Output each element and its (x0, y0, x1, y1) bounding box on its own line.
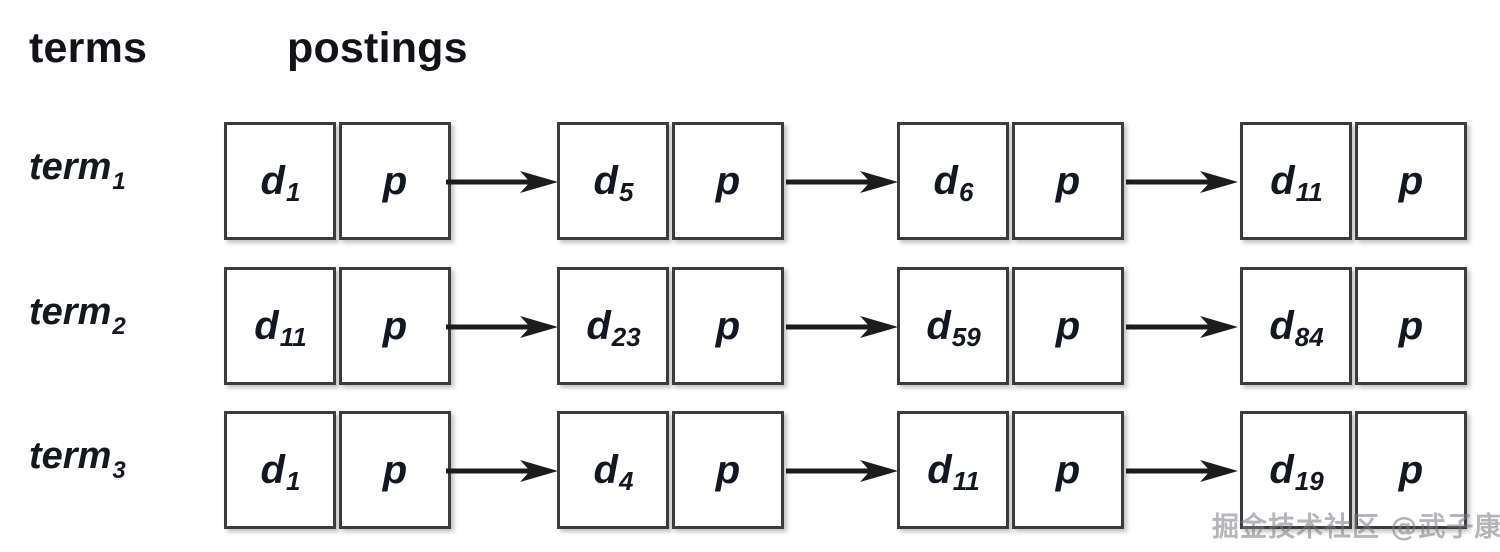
term-label-base: term (29, 146, 112, 188)
doc-id-base: d (593, 159, 618, 203)
doc-id-subscript: 5 (618, 177, 634, 207)
next-pointer-arrow-icon (1126, 316, 1238, 338)
next-pointer-arrow-icon (786, 460, 898, 482)
doc-id-base: d (933, 159, 958, 203)
payload-cell: p (672, 411, 784, 529)
doc-id-base: d (1269, 304, 1294, 348)
next-pointer-arrow-icon (1126, 460, 1238, 482)
doc-id-subscript: 19 (1294, 466, 1324, 496)
next-pointer-arrow-icon (786, 171, 898, 193)
next-pointer-arrow-icon (446, 460, 558, 482)
column-header-terms: terms (29, 24, 148, 72)
payload-cell: p (1012, 411, 1124, 529)
doc-id-base: d (586, 304, 611, 348)
doc-id-base: d (254, 304, 279, 348)
doc-id-subscript: 11 (279, 322, 307, 352)
term-label: term1 (29, 146, 126, 194)
doc-id-subscript: 23 (611, 322, 641, 352)
doc-id-subscript: 11 (952, 466, 980, 496)
next-pointer-arrow-icon (446, 316, 558, 338)
next-pointer-arrow-icon (446, 171, 558, 193)
doc-id-base: d (593, 448, 618, 492)
next-pointer-arrow-icon (1126, 171, 1238, 193)
doc-id-subscript: 6 (958, 177, 974, 207)
doc-id-subscript: 11 (1295, 177, 1323, 207)
payload-cell: p (672, 122, 784, 240)
doc-id-base: d (1269, 448, 1294, 492)
term-label: term2 (29, 291, 126, 339)
payload-cell: p (339, 411, 451, 529)
term-label-base: term (29, 435, 112, 477)
term-label-subscript: 3 (112, 457, 126, 484)
doc-id-subscript: 59 (951, 322, 981, 352)
payload-cell: p (339, 122, 451, 240)
doc-id-subscript: 1 (285, 177, 301, 207)
doc-id-base: d (926, 304, 951, 348)
payload-cell: p (1012, 122, 1124, 240)
next-pointer-arrow-icon (786, 316, 898, 338)
doc-id-base: d (927, 448, 952, 492)
term-label-subscript: 1 (112, 168, 126, 195)
term-label-subscript: 2 (112, 313, 126, 340)
doc-id-subscript: 4 (618, 466, 634, 496)
term-label-base: term (29, 291, 112, 333)
payload-cell: p (1355, 411, 1467, 529)
column-header-postings: postings (287, 24, 468, 72)
doc-id-subscript: 1 (285, 466, 301, 496)
term-label: term3 (29, 435, 126, 483)
doc-id-subscript: 84 (1294, 322, 1324, 352)
payload-cell: p (339, 267, 451, 385)
doc-id-base: d (1270, 159, 1295, 203)
payload-cell: p (1355, 267, 1467, 385)
doc-id-base: d (260, 448, 285, 492)
payload-cell: p (672, 267, 784, 385)
payload-cell: p (1355, 122, 1467, 240)
doc-id-base: d (260, 159, 285, 203)
payload-cell: p (1012, 267, 1124, 385)
